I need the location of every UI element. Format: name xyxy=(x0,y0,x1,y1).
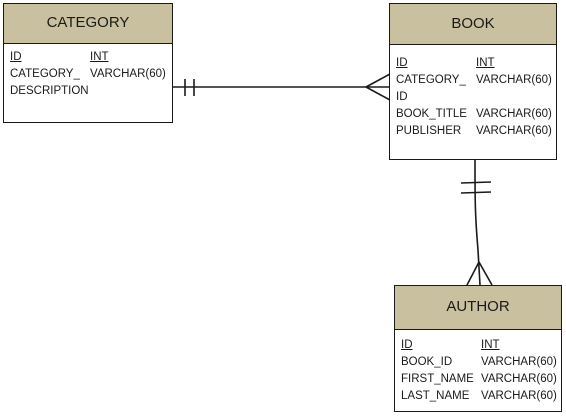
book-attr-row: BOOK_TITLE VARCHAR(60) xyxy=(390,108,556,125)
category-attr-row: DESCRIPTION xyxy=(4,85,172,102)
book-attr-row: PUBLISHER VARCHAR(60) xyxy=(390,125,556,142)
entity-author-title: AUTHOR xyxy=(395,286,561,330)
author-attr-name: ID xyxy=(401,339,413,351)
author-attr-row: LAST_NAME VARCHAR(60) xyxy=(395,390,561,407)
author-attr-type: INT xyxy=(481,339,500,351)
book-attr-row: CATEGORY_ VARCHAR(60) xyxy=(390,74,556,91)
author-attr-row: ID INT xyxy=(395,339,561,356)
book-attr-row: ID INT xyxy=(390,57,556,74)
book-attr-type: VARCHAR(60) xyxy=(476,74,552,86)
category-attr-name: DESCRIPTION xyxy=(10,85,89,97)
book-attr-type: INT xyxy=(476,57,495,69)
author-attr-row: BOOK_ID VARCHAR(60) xyxy=(395,356,561,373)
book-crowfoot-upper xyxy=(365,73,391,88)
category-attr-type: INT xyxy=(90,51,109,63)
book-attr-name: ID xyxy=(396,91,408,103)
book-one-bar-1 xyxy=(460,181,492,184)
author-attr-name: BOOK_ID xyxy=(401,356,453,368)
book-author-relationship xyxy=(460,159,493,286)
author-attr-type: VARCHAR(60) xyxy=(481,390,557,402)
book-attr-name: BOOK_TITLE xyxy=(396,108,467,120)
category-attr-name: ID xyxy=(10,51,22,63)
book-attr-name: PUBLISHER xyxy=(396,125,462,137)
author-attr-row: FIRST_NAME VARCHAR(60) xyxy=(395,373,561,390)
category-attr-row: CATEGORY_ VARCHAR(60) xyxy=(4,68,172,85)
book-attr-row: ID xyxy=(390,91,556,108)
entity-author[interactable]: AUTHOR ID INT BOOK_ID VARCHAR(60) FIRST_… xyxy=(394,285,562,412)
author-crowfoot-left xyxy=(466,261,480,286)
category-book-relationship xyxy=(172,73,391,101)
book-one-bar-2 xyxy=(460,191,492,194)
book-attr-name: CATEGORY_ xyxy=(396,74,466,86)
book-crowfoot-lower xyxy=(365,86,391,101)
category-attr-type: VARCHAR(60) xyxy=(90,68,166,80)
entity-book[interactable]: BOOK ID INT CATEGORY_ VARCHAR(60) ID BOO… xyxy=(389,3,557,160)
author-crowfoot-right xyxy=(478,261,493,286)
book-attr-type: VARCHAR(60) xyxy=(476,125,552,137)
category-attr-name: CATEGORY_ xyxy=(10,68,80,80)
entity-category-title: CATEGORY xyxy=(4,4,172,44)
entity-book-title: BOOK xyxy=(390,4,556,45)
book-attr-name: ID xyxy=(396,57,408,69)
category-attr-row: ID INT xyxy=(4,51,172,68)
author-attr-name: LAST_NAME xyxy=(401,390,470,402)
entity-category[interactable]: CATEGORY ID INT CATEGORY_ VARCHAR(60) DE… xyxy=(3,3,173,123)
author-attr-type: VARCHAR(60) xyxy=(481,373,557,385)
author-attr-name: FIRST_NAME xyxy=(401,373,474,385)
author-attr-type: VARCHAR(60) xyxy=(481,356,557,368)
book-author-line xyxy=(474,159,481,286)
book-attr-type: VARCHAR(60) xyxy=(476,108,552,120)
